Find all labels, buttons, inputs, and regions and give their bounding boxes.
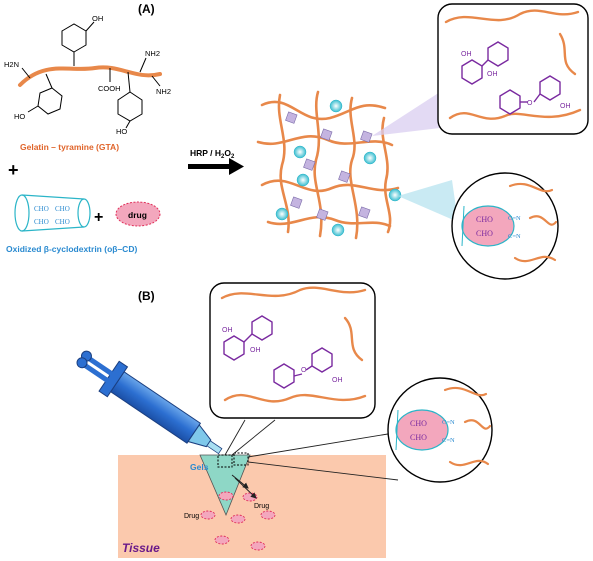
gels-label: Gels	[190, 462, 209, 472]
oxidized-cd-structure: CHO CHO CHO CHO	[14, 194, 91, 232]
imine-label-a2: C=N	[508, 233, 521, 240]
tyramine-ring-left	[37, 87, 63, 115]
tyramine-ring-top	[61, 23, 87, 53]
panel-a-label: (A)	[138, 2, 155, 16]
syringe	[76, 350, 223, 455]
dityramine-ring-b	[223, 315, 333, 389]
imine-chains-b	[443, 386, 492, 467]
cho-label-3: CHO	[34, 218, 49, 226]
imine-label-b2: C=N	[442, 437, 455, 444]
imine-label-b1: C=N	[442, 419, 455, 426]
tissue-block	[118, 455, 386, 558]
reaction-label: HRP / H2O2	[190, 148, 235, 160]
reaction-arrow	[188, 158, 244, 175]
oh-label-a2: OH	[487, 71, 498, 78]
inset-crosslink-b	[209, 282, 376, 419]
drug-label: drug	[128, 210, 147, 220]
nh2-group-top: NH2	[145, 49, 160, 58]
panel-b-label: (B)	[138, 289, 155, 303]
ether-o-label-b: O	[301, 367, 307, 374]
cho-label-inset-a1: CHO	[476, 215, 493, 224]
ho-group-left: HO	[14, 112, 25, 121]
cho-label-inset-a2: CHO	[476, 229, 493, 238]
drug-bubble	[115, 201, 161, 227]
gta-caption: Gelatin – tyramine (GTA)	[20, 142, 119, 152]
oh-label-b2: OH	[250, 347, 261, 354]
cd-cup-a	[461, 205, 515, 247]
zoom-beam-circle	[398, 180, 458, 222]
oh-label-a3: OH	[560, 103, 571, 110]
tyramine-ring-right	[117, 91, 143, 122]
inset-crosslink-a	[437, 3, 589, 135]
hydrogel-network	[256, 90, 400, 240]
crosslink-points	[285, 111, 373, 221]
tissue-label: Tissue	[122, 541, 160, 555]
drug-loaded-cd-dots	[275, 99, 402, 237]
cd-caption: Oxidized β-cyclodextrin (oβ–CD)	[6, 244, 137, 254]
h2n-group-left: H2N	[4, 60, 19, 69]
dityramine-ring-a	[461, 41, 561, 115]
oh-label-b1: OH	[222, 327, 233, 334]
oh-group-top: OH	[92, 14, 103, 23]
gta-structure: OH NH2 H2N NH2 COOH HO HO	[4, 14, 171, 136]
inset-pointer-lines	[224, 419, 401, 481]
ether-o-label-a: O	[527, 100, 533, 107]
drug-label-b1: Drug	[184, 513, 199, 520]
crosslink-chains-a	[444, 9, 582, 120]
gel-focus-box-2	[233, 452, 249, 466]
cho-label-inset-b2: CHO	[410, 433, 427, 442]
release-arrows	[231, 474, 257, 499]
gelatin-chain	[18, 65, 162, 87]
plus-sign-1: +	[8, 160, 19, 180]
oh-label-b3: OH	[332, 377, 343, 384]
cooh-group: COOH	[98, 84, 121, 93]
cho-label-1: CHO	[34, 205, 49, 213]
imine-chains-a	[508, 182, 558, 263]
imine-label-a1: C=N	[508, 215, 521, 222]
cho-label-inset-b1: CHO	[410, 419, 427, 428]
cho-label-4: CHO	[55, 218, 70, 226]
zoom-beam-top	[372, 92, 440, 136]
plus-sign-2: +	[94, 209, 103, 226]
drug-particles	[200, 491, 276, 551]
drug-label-b2: Drug	[254, 503, 269, 510]
oh-label-a1: OH	[461, 51, 472, 58]
cho-label-2: CHO	[55, 205, 70, 213]
ho-group-bottom: HO	[116, 127, 127, 136]
nh2-group-right: NH2	[156, 87, 171, 96]
crosslink-chains-b	[220, 286, 367, 403]
cd-cup-b	[395, 409, 449, 451]
